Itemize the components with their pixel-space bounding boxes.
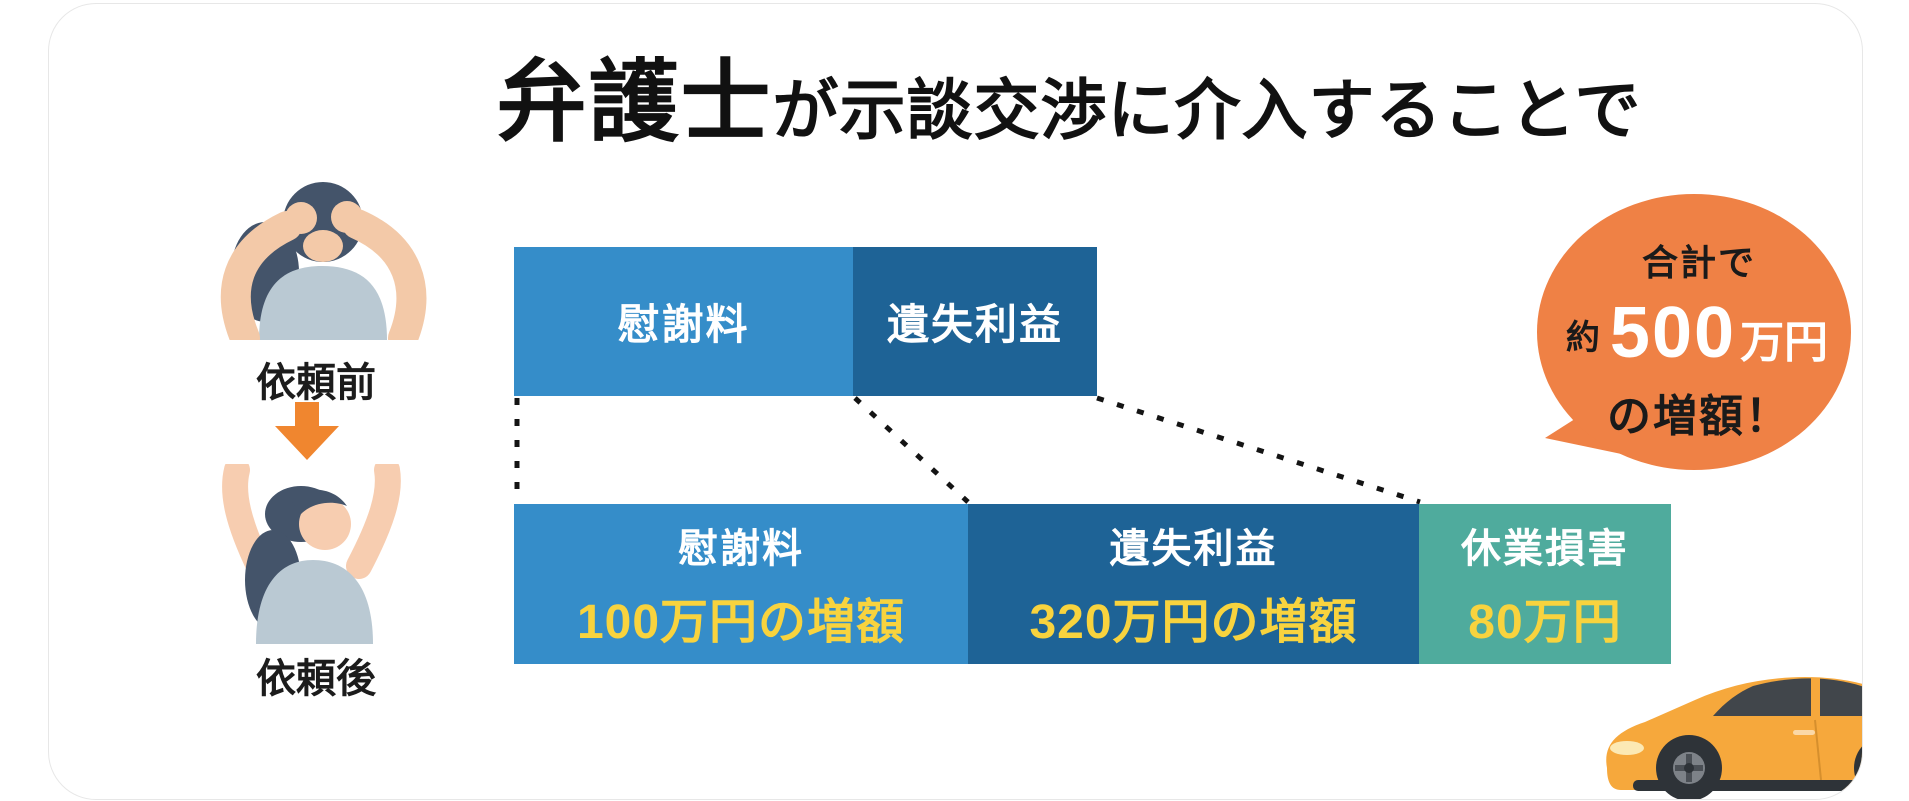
segment-amount: 320万円の増額 bbox=[1029, 596, 1358, 649]
car-icon bbox=[1597, 650, 1862, 799]
rear-wheel bbox=[1854, 746, 1862, 790]
celebrating-person-svg bbox=[222, 457, 401, 644]
down-arrow-icon bbox=[275, 402, 339, 465]
distressed-person-icon bbox=[207, 180, 437, 353]
segment-label: 遺失利益 bbox=[886, 301, 1063, 348]
down-arrow-svg bbox=[275, 402, 339, 460]
bubble-prefix: 合計で bbox=[1641, 242, 1756, 283]
bar-before-segment-consolation: 慰謝料 bbox=[514, 247, 853, 396]
total-callout-bubble bbox=[1531, 190, 1857, 485]
bar-after-segment-lost-profit: 遺失利益 320万円の増額 bbox=[968, 504, 1419, 664]
segment-amount: 80万円 bbox=[1468, 596, 1622, 649]
distressed-person-svg bbox=[220, 182, 427, 353]
bubble-value: 500 bbox=[1609, 293, 1737, 373]
segment-label: 慰謝料 bbox=[617, 301, 750, 348]
front-wheel bbox=[1656, 735, 1722, 799]
segment-amount: 100万円の増額 bbox=[576, 596, 906, 649]
bar-after-segment-consolation: 慰謝料 100万円の増額 bbox=[514, 504, 968, 664]
title-emphasis: 弁護士 bbox=[496, 53, 773, 153]
card-background: 弁護士が示談交渉に介入することで 依頼前 bbox=[48, 3, 1863, 800]
bubble-suffix: の増額！ bbox=[1607, 392, 1791, 441]
title-rest-text: が示談交渉に介入することで bbox=[772, 73, 1642, 147]
page-title: 弁護士が示談交渉に介入することで bbox=[419, 56, 1719, 151]
before-label: 依頼前 bbox=[256, 361, 376, 405]
bar-after: 慰謝料 100万円の増額 遺失利益 320万円の増額 休業損害 80万円 bbox=[514, 504, 1671, 664]
bubble-unit: 万円 bbox=[1740, 318, 1829, 367]
segment-label: 遺失利益 bbox=[1109, 527, 1278, 571]
bar-before-segment-lost-profit: 遺失利益 bbox=[853, 247, 1097, 396]
segment-label: 休業損害 bbox=[1461, 527, 1629, 571]
bar-after-segment-lost-work: 休業損害 80万円 bbox=[1419, 504, 1671, 664]
speech-bubble-svg bbox=[1537, 194, 1851, 470]
bubble-amount-row: 約 500 万円 bbox=[1535, 292, 1859, 374]
celebrating-person-icon bbox=[201, 457, 421, 649]
bar-before: 慰謝料 遺失利益 bbox=[514, 247, 1097, 396]
bubble-approx: 約 bbox=[1565, 319, 1600, 357]
after-label: 依頼後 bbox=[256, 657, 376, 701]
segment-label: 慰謝料 bbox=[678, 527, 804, 571]
car-svg bbox=[1606, 677, 1862, 799]
